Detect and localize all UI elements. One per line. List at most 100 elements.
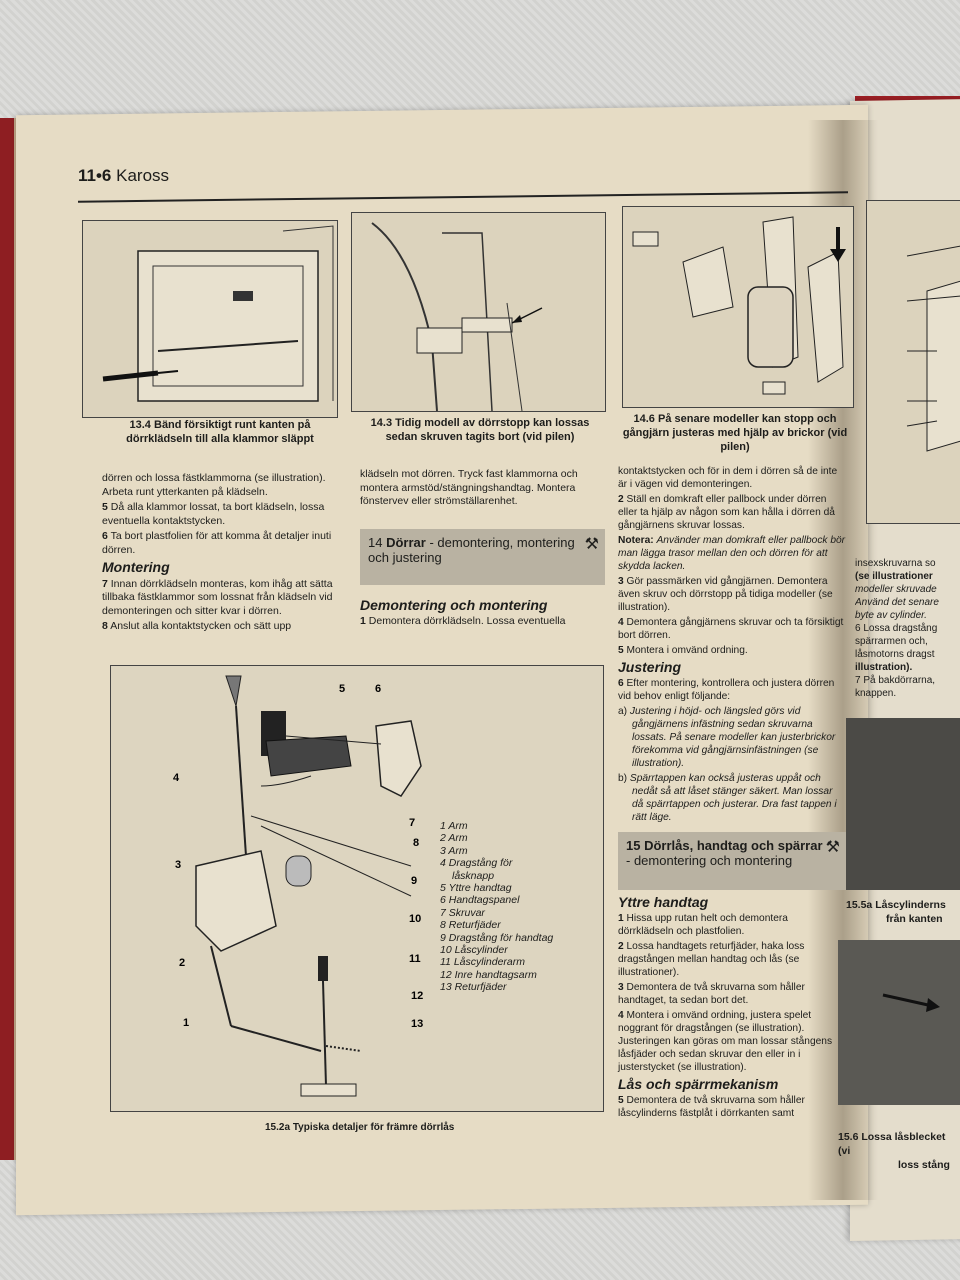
right-photo-1 (846, 718, 960, 890)
figure-14-6 (622, 206, 854, 408)
paragraph: kontaktstycken och för in dem i dörren s… (618, 466, 838, 490)
paragraph-q1: 1 Hissa upp rutan helt och demontera dör… (618, 912, 846, 938)
text-line: knappen. (855, 688, 897, 699)
paragraph: dörren och lossa fästklammorna (se illus… (102, 472, 326, 498)
callout-12: 12 (411, 990, 423, 1002)
step-text: Demontera de två skruvarna som håller ha… (618, 982, 805, 1006)
callout-2: 2 (179, 957, 185, 969)
callout-9: 9 (411, 875, 417, 887)
section-subtitle: - demontering, montering och justering (368, 534, 575, 565)
step-text: Lossa handtagets returfjäder, haka loss … (618, 941, 805, 978)
legend-item: 6 Handtagspanel (440, 894, 520, 907)
step-number: 6 (102, 530, 108, 542)
callout-8: 8 (413, 837, 419, 849)
step-number: 3 (618, 982, 624, 993)
list-label: a) (618, 706, 628, 717)
step-text: Då alla klammor lossat, ta bort klädseln… (102, 501, 325, 527)
caption-text: Bänd försiktigt runt kanten på dörrkläds… (126, 419, 314, 445)
legend-item: 1 Arm (440, 820, 468, 832)
text-line: modeller skruvade (855, 584, 937, 595)
legend-item: 12 Inre handtagsarm (440, 968, 537, 981)
note-label: Notera: (618, 535, 654, 546)
chapter-title: Kaross (116, 166, 170, 185)
caption-text: 15.5a Låscylinderns (846, 899, 946, 911)
text-column-1: dörren och lossa fästklammorna (se illus… (102, 472, 347, 636)
step-number: 7 (102, 577, 108, 590)
step-text: Montera i omvänd ordning. (626, 645, 748, 656)
text-line: Använd det senare (855, 597, 939, 608)
wrench-icon: ⚒ (825, 839, 840, 856)
paragraph-6: 6 Ta bort plastfolien för att komma åt d… (102, 530, 347, 557)
text-line: byte av cylinder. (855, 610, 927, 621)
caption-14-6: 14.6 På senare modeller kan stopp och gå… (620, 412, 850, 454)
section-title: Dörrlås, handtag och spärrar (644, 838, 823, 853)
caption-number: 13.4 (129, 419, 151, 431)
step-text: Demontera gångjärnens skruvar och ta för… (618, 617, 844, 641)
text-line: (se illustrationer (855, 571, 933, 582)
step-text: Hissa upp rutan helt och demontera dörrk… (618, 913, 788, 937)
callout-5: 5 (339, 683, 345, 695)
text-line: insexskruvarna so (855, 558, 936, 569)
step-text: Efter montering, kontrollera och justera… (618, 678, 835, 702)
legend-item: 3 Arm (440, 844, 468, 857)
step-text: Gör passmärken vid gångjärnen. Demontera… (618, 576, 833, 613)
callout-6: 6 (375, 683, 381, 695)
section-subtitle: - demontering och montering (626, 853, 793, 868)
step-text: Ställ en domkraft eller pallbock under d… (618, 494, 835, 531)
door-stop-drawing (371, 222, 543, 411)
paragraph-q4: 4 Montera i omvänd ordning, justera spel… (618, 1009, 846, 1074)
legend-item: låsknapp (452, 869, 495, 882)
right-photo-2 (838, 940, 960, 1105)
heading-justering: Justering (618, 659, 682, 675)
step-text: Anslut alla kontaktstycken och sätt upp (110, 620, 292, 632)
caption-number: 14.3 (370, 417, 393, 429)
list-text: Spärrtappen kan också justeras uppåt och… (629, 773, 837, 823)
caption-text: Typiska detaljer för främre dörrlås (292, 1122, 455, 1133)
step-text: Ta bort plastfolien för att komma åt det… (102, 530, 332, 556)
paragraph-q5: 5 Demontera de två skruvarna som håller … (618, 1094, 846, 1120)
callout-1: 1 (183, 1017, 189, 1029)
parts-legend: 1 Arm 2 Arm 3 Arm 4 Dragstång för låskna… (440, 820, 553, 994)
callout-13: 13 (411, 1018, 423, 1030)
section-title: Dörrar (386, 534, 426, 550)
legend-item: 7 Skruvar (440, 906, 485, 919)
caption-text: loss stång (898, 1159, 950, 1171)
step-text: Demontera de två skruvarna som håller lå… (618, 1095, 805, 1119)
text-line: 7 På bakdörrarna, (855, 675, 936, 686)
step-number: 2 (618, 494, 624, 505)
page-number: 11•6 (78, 166, 112, 185)
caption-number: 14.6 (633, 413, 655, 425)
callout-4: 4 (173, 772, 180, 784)
caption-number: 15.2a (265, 1122, 291, 1133)
heading-montering: Montering (102, 559, 170, 575)
page-header: 11•6 Kaross (78, 166, 169, 186)
paragraph-7: 7 Innan dörrklädseln monteras, kom ihåg … (102, 578, 347, 619)
step-number: 1 (618, 913, 624, 924)
figure-15-2a: 5 6 4 7 8 9 10 11 12 13 3 2 1 (110, 665, 604, 1112)
step-number: 4 (618, 1010, 624, 1021)
step-number: 5 (102, 501, 108, 513)
legend-item: 11 Låscylinderarm (440, 956, 526, 969)
step-number: 2 (618, 941, 624, 952)
right-caption-1: 15.5a Låscylinderns från kanten (846, 898, 960, 926)
paragraph-6: 6 Efter montering, kontrollera och juste… (618, 677, 846, 703)
list-item-a: a) Justering i höjd- och längsled görs v… (618, 705, 846, 770)
right-page-text: insexskruvarna so (se illustrationer mod… (855, 557, 960, 700)
text-line: illustration). (855, 662, 913, 673)
caption-13-4: 13.4 Bänd försiktigt runt kanten på dörr… (100, 418, 340, 446)
caption-text: 15.6 Lossa låsblecket (vi (838, 1131, 946, 1157)
door-lock-exploded-drawing: 5 6 4 7 8 9 10 11 12 13 3 2 1 (173, 675, 423, 1097)
text-line: 6 Lossa dragstång (855, 623, 938, 634)
legend-item: 10 Låscylinder (440, 944, 508, 957)
section-number: 14 (368, 534, 383, 550)
arrow-icon (882, 993, 940, 1012)
step-text: Demontera dörrklädseln. Lossa eventuella (368, 615, 566, 627)
legend-item: 4 Dragstång för (440, 857, 513, 870)
wrench-icon: ⚒ (584, 535, 599, 553)
caption-text: På senare modeller kan stopp och gångjär… (622, 413, 848, 453)
legend-item: 2 Arm (440, 832, 468, 845)
paragraph-q2: 2 Lossa handtagets returfjäder, haka los… (618, 940, 846, 979)
lock-mechanism-drawing (906, 245, 960, 452)
step-number: 3 (618, 576, 624, 587)
step-number: 5 (618, 1095, 624, 1106)
